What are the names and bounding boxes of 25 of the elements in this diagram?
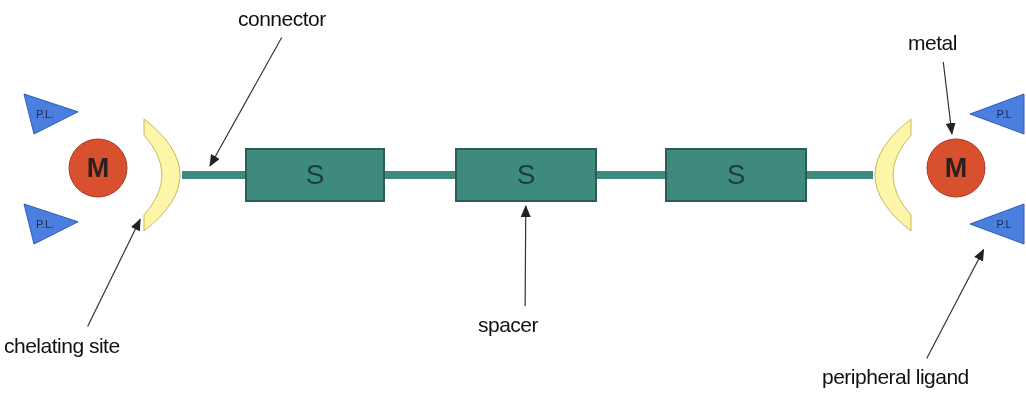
chelating-crescent <box>142 117 182 233</box>
connector-rod <box>597 171 665 179</box>
ligand-triangle: P.L. <box>22 202 80 246</box>
leader-line <box>87 218 141 327</box>
leader-line <box>209 36 283 167</box>
callout-label: spacer <box>478 310 572 340</box>
spacer-box: S <box>245 148 385 202</box>
connector-rod <box>182 171 245 179</box>
ligand-triangle: P.L. <box>22 92 80 136</box>
callout-label: connector <box>238 4 346 34</box>
ligand-triangle: P.L <box>968 202 1026 246</box>
spacer-box: S <box>455 148 597 202</box>
metal-circle: M <box>68 138 128 198</box>
chelating-crescent <box>873 117 913 233</box>
leader-line <box>520 205 531 307</box>
leader-line <box>926 248 985 360</box>
callout-label: metal <box>908 28 974 58</box>
callout-label: chelating site <box>4 330 152 362</box>
connector-rod <box>385 171 455 179</box>
metal-circle: M <box>926 138 986 198</box>
callout-label: peripheral ligand <box>822 362 1012 392</box>
spacer-box: S <box>665 148 807 202</box>
connector-rod <box>807 171 873 179</box>
ligand-triangle: P.L <box>968 92 1026 136</box>
leader-line <box>942 61 956 135</box>
